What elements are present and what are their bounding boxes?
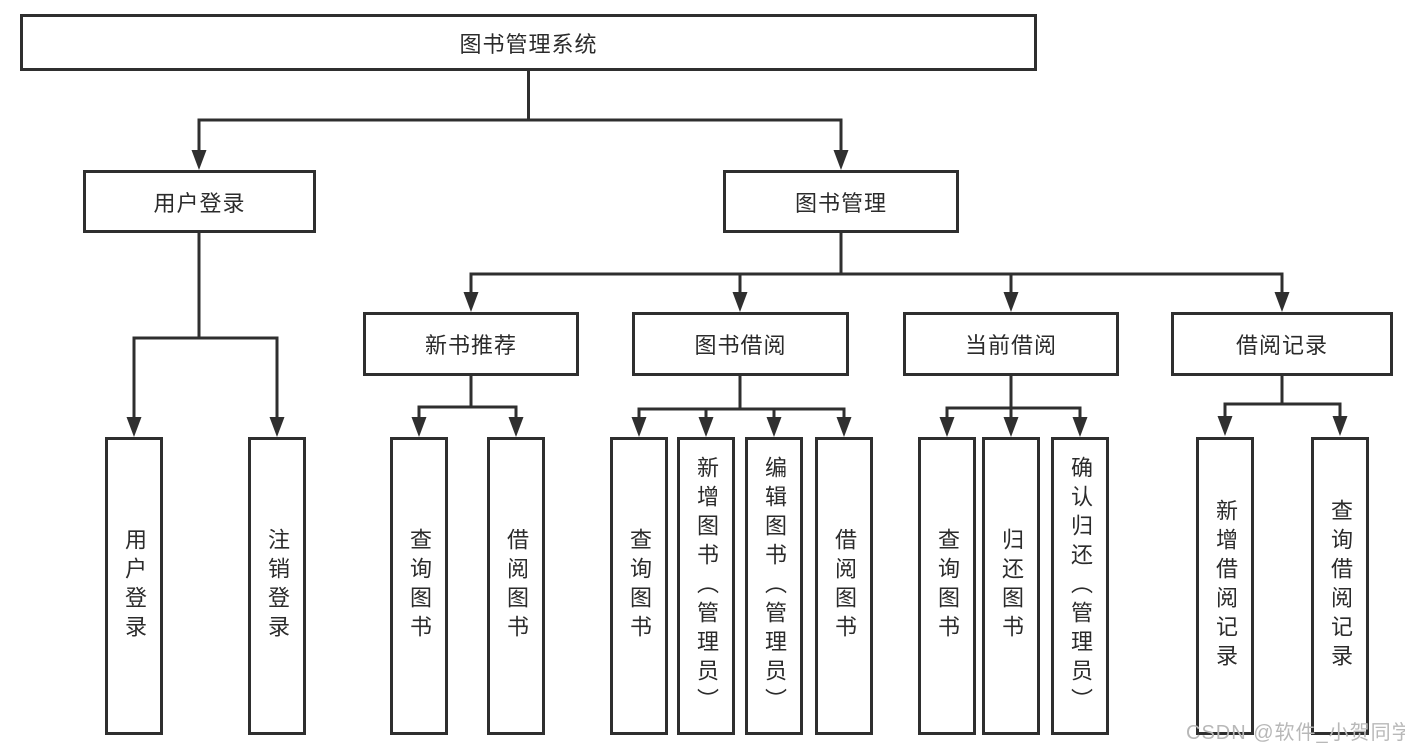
leaf-borrow-book-recommend: 借阅图书 (487, 437, 545, 735)
leaf-user-login: 用户登录 (105, 437, 163, 735)
leaf-query-borrow-record: 查询借阅记录 (1311, 437, 1369, 735)
leaf-borrow-book-label: 借阅图书 (832, 528, 857, 644)
leaf-logout-label: 注销登录 (265, 528, 290, 644)
node-borrow-records: 借阅记录 (1171, 312, 1393, 376)
leaf-user-login-label: 用户登录 (122, 528, 147, 644)
leaf-borrow-book: 借阅图书 (815, 437, 873, 735)
leaf-return-book-label: 归还图书 (999, 528, 1024, 644)
leaf-query-book-borrow-label: 查询图书 (627, 528, 652, 644)
leaf-logout: 注销登录 (248, 437, 306, 735)
leaf-add-book-admin: 新增图书（管理员） (677, 437, 735, 735)
node-root-label: 图书管理系统 (459, 31, 598, 57)
leaf-add-borrow-record-label: 新增借阅记录 (1213, 499, 1238, 673)
node-root: 图书管理系统 (20, 14, 1037, 71)
leaf-query-book-borrow: 查询图书 (610, 437, 668, 735)
leaf-return-book: 归还图书 (982, 437, 1040, 735)
leaf-edit-book-admin: 编辑图书（管理员） (745, 437, 803, 735)
arrowheads (126, 150, 1348, 437)
leaf-borrow-book-recommend-label: 借阅图书 (504, 528, 529, 644)
node-new-book-recommend: 新书推荐 (363, 312, 579, 376)
node-current-borrow-label: 当前借阅 (964, 333, 1057, 358)
leaf-query-book-current-label: 查询图书 (935, 528, 960, 644)
leaf-query-book-recommend-label: 查询图书 (407, 528, 432, 644)
connector-segments (132, 69, 1342, 426)
node-user-login: 用户登录 (83, 170, 316, 233)
node-new-book-recommend-label: 新书推荐 (424, 333, 517, 358)
node-book-borrow: 图书借阅 (632, 312, 849, 376)
node-book-borrow-label: 图书借阅 (694, 333, 787, 358)
node-book-management: 图书管理 (723, 170, 959, 233)
node-current-borrow: 当前借阅 (903, 312, 1119, 376)
leaf-edit-book-admin-label: 编辑图书（管理员） (762, 455, 787, 717)
leaf-query-book-recommend: 查询图书 (390, 437, 448, 735)
node-borrow-records-label: 借阅记录 (1235, 333, 1328, 358)
leaf-query-book-current: 查询图书 (918, 437, 976, 735)
node-book-management-label: 图书管理 (794, 190, 887, 216)
leaf-add-book-admin-label: 新增图书（管理员） (694, 455, 719, 717)
node-user-login-label: 用户登录 (153, 190, 246, 216)
leaf-confirm-return-admin-label: 确认归还（管理员） (1068, 455, 1093, 717)
leaf-confirm-return-admin: 确认归还（管理员） (1051, 437, 1109, 735)
csdn-watermark: CSDN @软件_小贺同学 (1186, 722, 1405, 744)
leaf-query-borrow-record-label: 查询借阅记录 (1328, 499, 1353, 673)
leaf-add-borrow-record: 新增借阅记录 (1196, 437, 1254, 735)
